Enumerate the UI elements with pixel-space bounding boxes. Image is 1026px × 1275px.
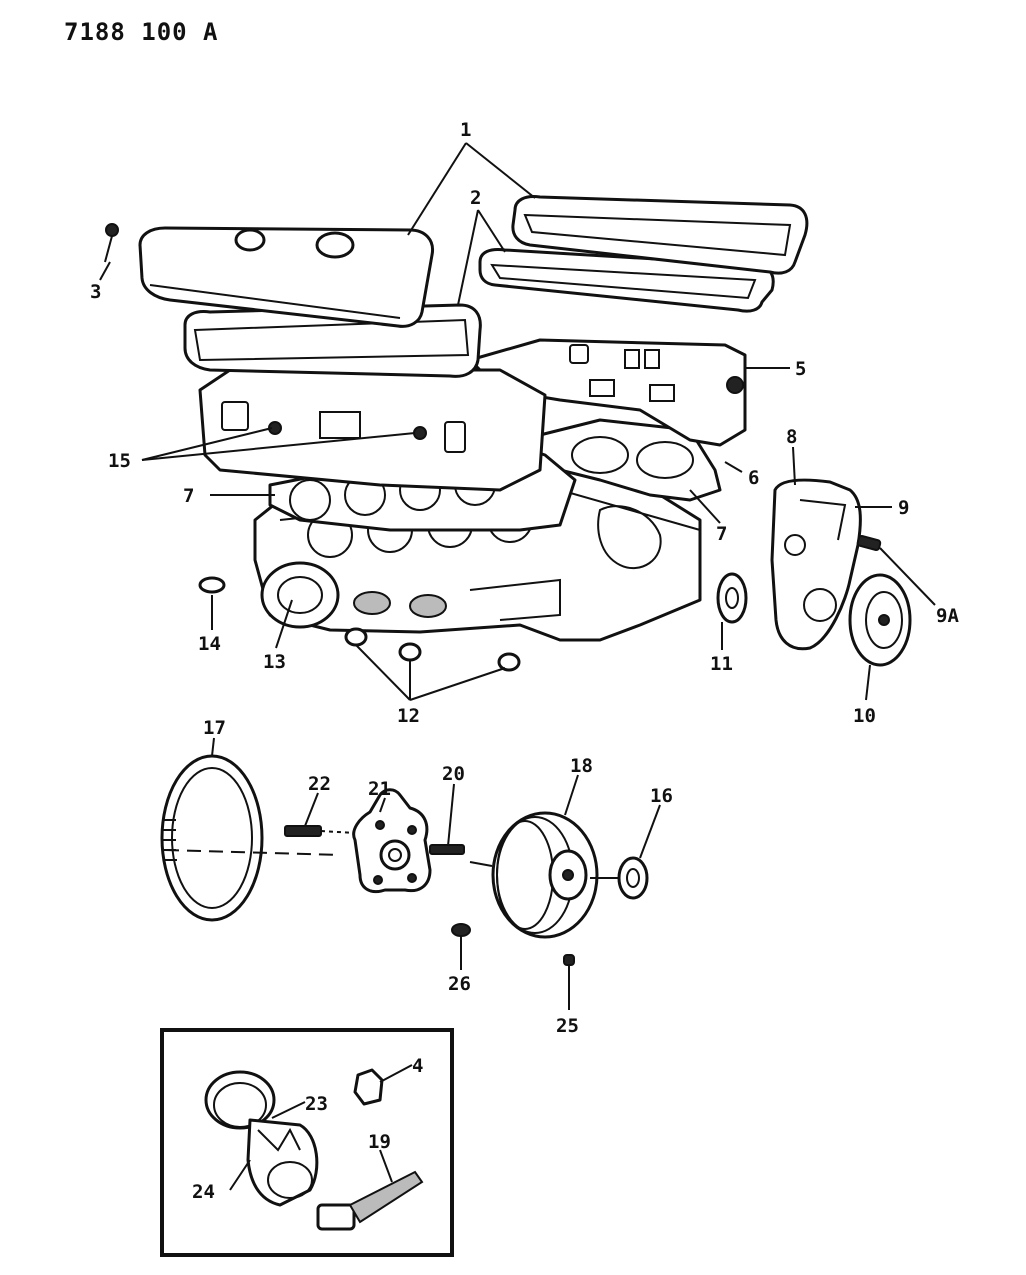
- pulley-washer: [617, 856, 649, 900]
- callout-8: 8: [786, 426, 797, 448]
- callout-24: 24: [192, 1181, 215, 1203]
- callout-labels: 1 2 3 4 5 6 7 7 8 9 9A 10 11 12 13 14 15…: [90, 119, 959, 1203]
- right-valve-cover: [511, 195, 809, 275]
- crankshaft-pulley: [491, 811, 599, 939]
- callout-18: 18: [570, 755, 593, 777]
- callout-25: 25: [556, 1015, 579, 1037]
- left-cylinder-head: [198, 368, 547, 492]
- callout-21: 21: [368, 778, 391, 800]
- core-plugs: [344, 627, 521, 672]
- hub-bolt-20: [429, 844, 465, 855]
- callout-17: 17: [203, 717, 226, 739]
- callout-4: 4: [412, 1055, 423, 1077]
- part-26: [451, 923, 471, 937]
- callout-12: 12: [397, 705, 420, 727]
- callout-1: 1: [460, 119, 471, 141]
- callout-3: 3: [90, 281, 101, 303]
- timing-cover: [770, 478, 862, 651]
- callout-26: 26: [448, 973, 471, 995]
- leader-lines: [99, 142, 936, 1191]
- part-25: [563, 954, 575, 966]
- core-plug-14: [198, 576, 226, 594]
- callout-10: 10: [853, 705, 876, 727]
- callout-19: 19: [368, 1131, 391, 1153]
- left-valve-cover: [138, 226, 435, 328]
- callout-2: 2: [470, 187, 481, 209]
- water-pump-hub: [352, 788, 432, 894]
- callout-22: 22: [308, 773, 331, 795]
- callout-16: 16: [650, 785, 673, 807]
- valve-cover-bolt: [104, 223, 119, 263]
- callout-7-right: 7: [716, 523, 727, 545]
- callout-13: 13: [263, 651, 286, 673]
- timing-sprocket: [716, 572, 748, 624]
- callout-20: 20: [442, 763, 465, 785]
- inset-thermostat-housing: [204, 1068, 424, 1231]
- callout-7-left: 7: [183, 485, 194, 507]
- callout-15: 15: [108, 450, 131, 472]
- callout-6: 6: [748, 467, 759, 489]
- callout-11: 11: [710, 653, 733, 675]
- engine-block: [253, 468, 702, 642]
- vibration-damper: [848, 573, 912, 667]
- timing-cover-bolt: [856, 534, 882, 552]
- callout-5: 5: [795, 358, 806, 380]
- drive-belt: [160, 754, 264, 922]
- callout-14: 14: [198, 633, 221, 655]
- right-head-gasket: [518, 418, 722, 502]
- callout-9: 9: [898, 497, 909, 519]
- callout-23: 23: [305, 1093, 328, 1115]
- callout-9a: 9A: [936, 605, 959, 627]
- hub-bolt-22: [284, 825, 356, 837]
- diagram-code: 7188 100 A: [64, 18, 219, 46]
